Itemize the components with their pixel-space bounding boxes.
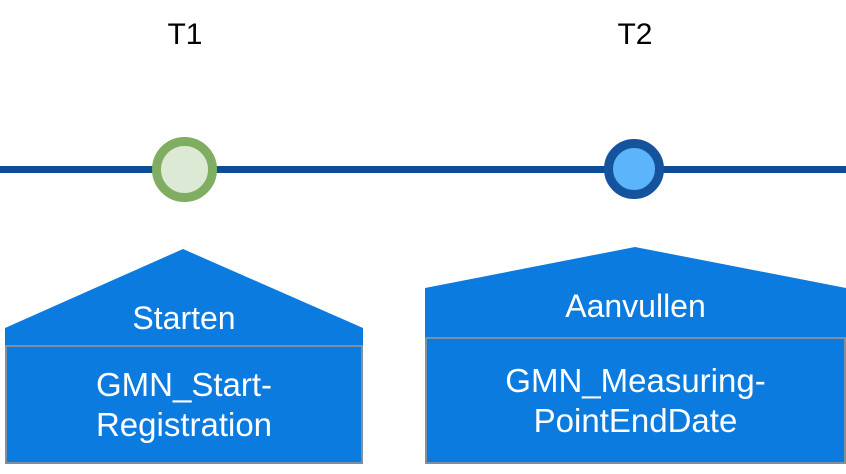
callout-banner-label-starten: Starten xyxy=(132,300,236,336)
callout-box-line: GMN_Start- xyxy=(95,365,273,403)
callout-box-line: Registration xyxy=(95,405,273,443)
callout-box-starten: GMN_Start- Registration xyxy=(5,345,363,464)
callout-starten: Starten GMN_Start- Registration xyxy=(5,249,363,464)
callout-pentagon-shape-icon xyxy=(5,249,363,349)
time-label-t1: T1 xyxy=(167,18,203,51)
callout-box-line: PointEndDate xyxy=(533,401,738,439)
circle-marker-blue-icon xyxy=(604,139,664,199)
circle-marker-green-icon xyxy=(152,137,217,202)
time-label-t2: T2 xyxy=(617,18,653,51)
callout-pentagon-shape-icon xyxy=(425,247,846,342)
callout-box-line: GMN_Measuring- xyxy=(505,361,766,399)
callout-box-aanvullen: GMN_Measuring- PointEndDate xyxy=(425,337,846,464)
callout-aanvullen: Aanvullen ... GMN_Measuring- PointEndDat… xyxy=(425,247,846,464)
callout-banner-label-aanvullen: Aanvullen xyxy=(565,288,706,324)
timeline-axis xyxy=(0,166,846,173)
